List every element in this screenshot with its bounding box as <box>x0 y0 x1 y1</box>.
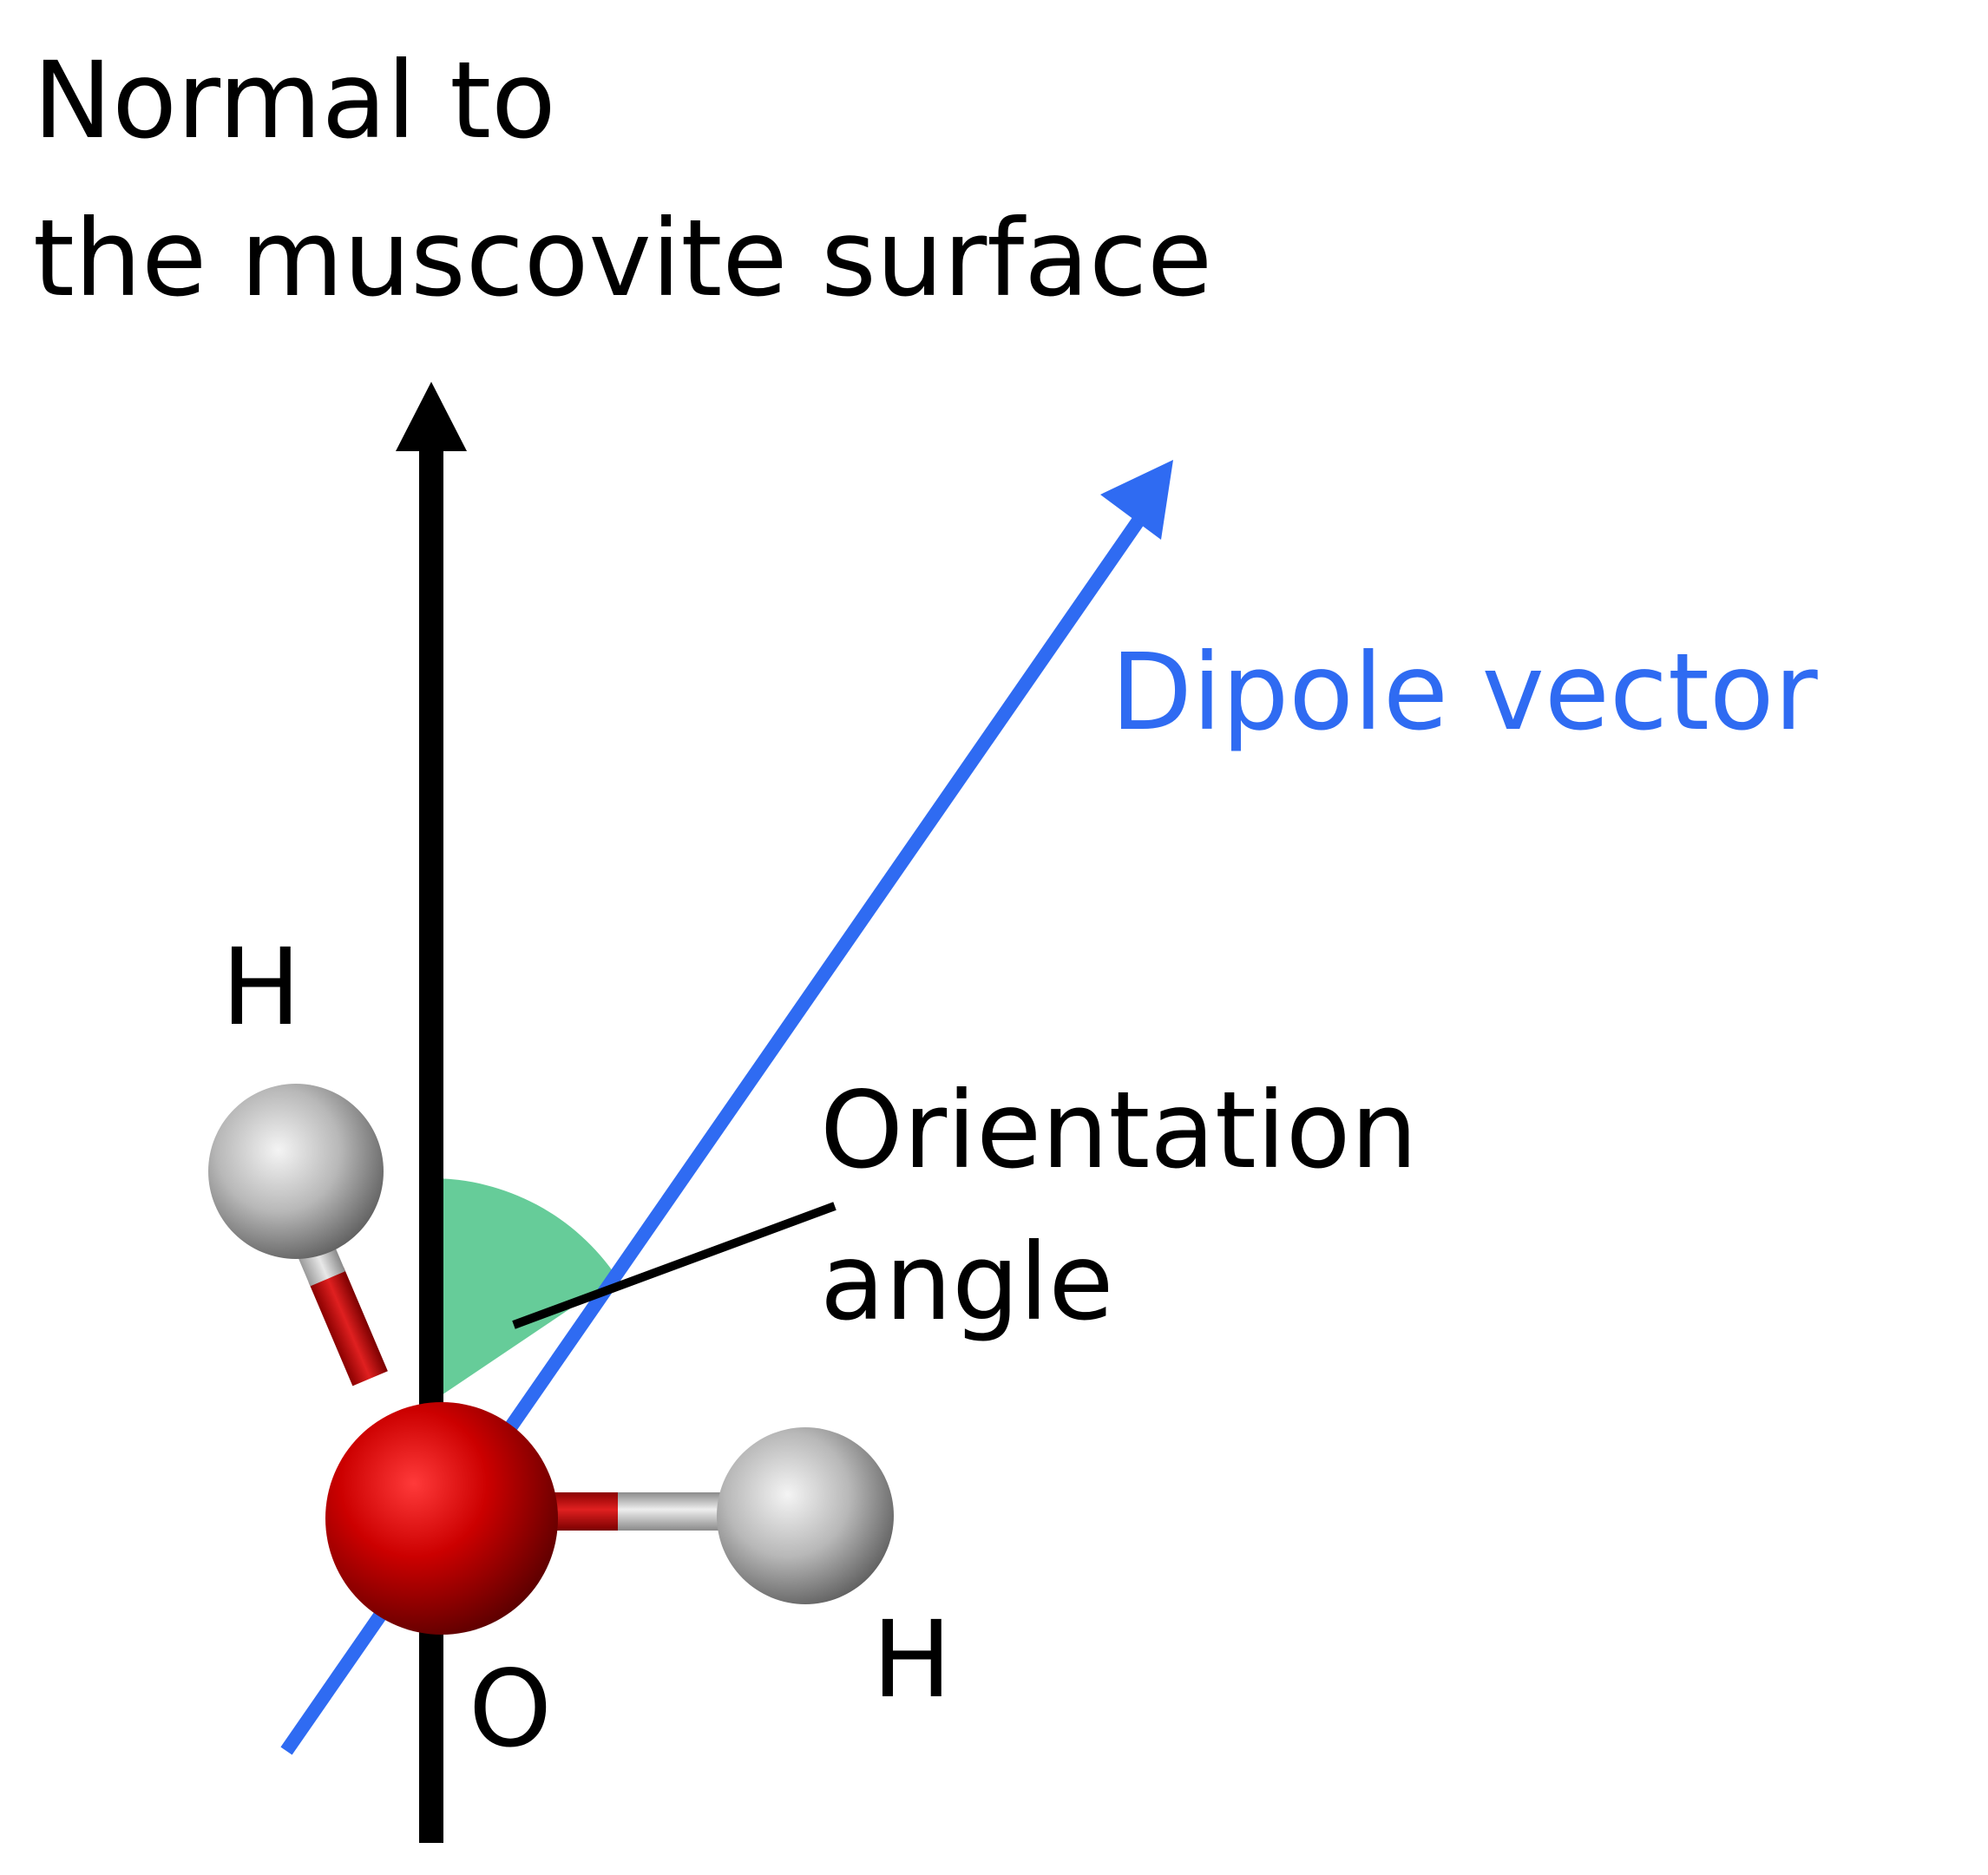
oxygen-label: O <box>469 1648 552 1771</box>
orientation-angle-leader <box>512 1202 837 1329</box>
dipole-vector-label: Dipole vector <box>1111 631 1818 754</box>
hydrogen-label-upper: H <box>221 926 301 1049</box>
normal-axis-arrowhead <box>396 382 467 451</box>
hydrogen-label-right: H <box>872 1598 952 1721</box>
orientation-angle-label-line1: Orientation <box>820 1069 1418 1192</box>
orientation-angle-wedge <box>431 1178 617 1402</box>
dipole-vector-arrowhead <box>1100 460 1173 540</box>
normal-label-line1: Normal to <box>33 39 556 162</box>
orientation-angle-label-line2: angle <box>820 1221 1113 1344</box>
hydrogen-atom-right <box>717 1427 894 1604</box>
water-molecule <box>208 1084 894 1635</box>
hydrogen-atom-upper <box>208 1084 384 1259</box>
oxygen-atom <box>325 1402 558 1635</box>
normal-label-line2: the muscovite surface <box>33 197 1212 320</box>
